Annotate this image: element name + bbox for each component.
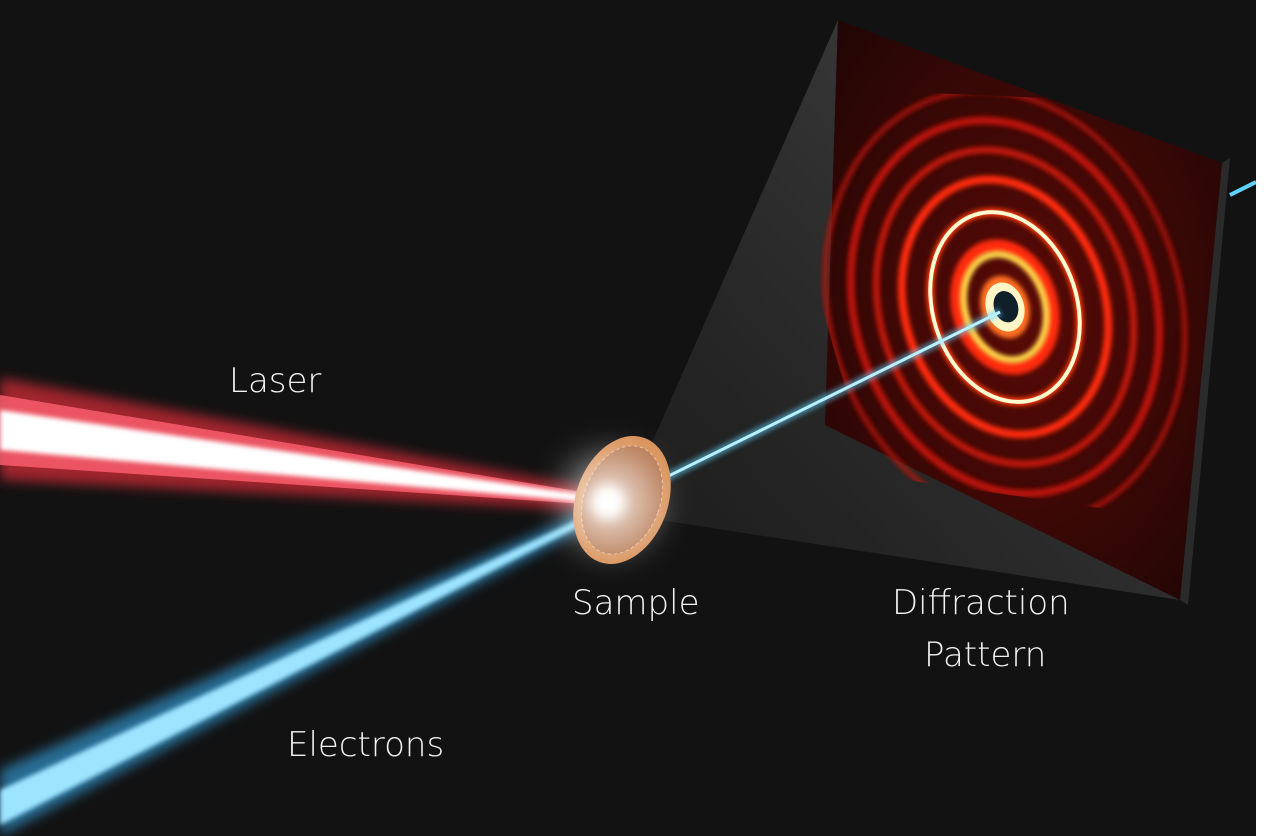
- sample-label: Sample: [572, 583, 700, 623]
- laser-label: Laser: [229, 361, 322, 401]
- sample-grid: [565, 436, 671, 564]
- electrons-label: Electrons: [287, 725, 445, 765]
- screen-side: [1180, 158, 1230, 605]
- diffraction-label-line1: Diffraction: [892, 583, 1070, 623]
- electron-beam: [0, 180, 1256, 836]
- diffraction-label-line2: Pattern: [924, 635, 1047, 675]
- projection-cone: [640, 20, 1180, 600]
- laser-beam: [0, 378, 600, 510]
